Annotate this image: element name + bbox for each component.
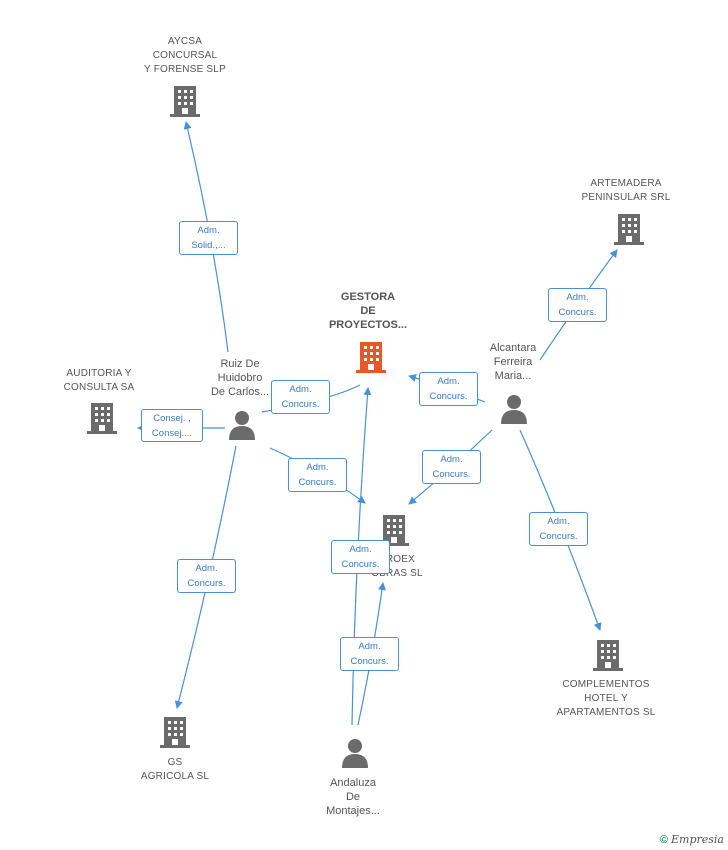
building-icon-gs: [160, 717, 190, 748]
edge-label-ruiz-gestora[interactable]: Adm. Concurs.: [271, 380, 330, 414]
edge-label-alcantara-gestora[interactable]: Adm. Concurs.: [419, 372, 478, 406]
edge-label-andaluza-proex[interactable]: Adm. Concurs.: [340, 637, 399, 671]
building-icon-gestora-focus: [356, 342, 386, 373]
edge-label-ruiz-aycsa[interactable]: Adm. Solid.,...: [179, 221, 238, 255]
person-icon-andaluza: [342, 739, 368, 768]
building-icon-aycsa: [170, 86, 200, 117]
node-label-ruiz[interactable]: Ruiz De Huidobro De Carlos...: [210, 358, 270, 398]
node-label-proex[interactable]: PROEX OBRAS SL: [371, 554, 423, 579]
copyright-icon: ©: [659, 834, 668, 846]
person-icon-ruiz: [229, 411, 255, 440]
node-label-andaluza[interactable]: Andaluza De Montajes...: [326, 777, 380, 817]
footer-brand[interactable]: © Empresia: [660, 833, 724, 846]
node-label-complementos[interactable]: COMPLEMENTOS HOTEL Y APARTAMENTOS SL: [556, 679, 656, 718]
brand-logo: Empresia: [671, 833, 724, 846]
building-icon-complementos: [593, 640, 623, 671]
node-label-alcantara[interactable]: Alcantara Ferreira Maria...: [489, 342, 537, 382]
building-icon-artemadera: [614, 214, 644, 245]
node-label-gs[interactable]: GS AGRICOLA SL: [140, 757, 210, 782]
edge-label-ruiz-proex[interactable]: Adm. Concurs.: [288, 458, 347, 492]
edge-label-andaluza-gestora[interactable]: Adm. Concurs.: [331, 540, 390, 574]
node-label-aycsa[interactable]: AYCSA CONCURSAL Y FORENSE SLP: [144, 36, 226, 75]
edge-label-ruiz-gs[interactable]: Adm. Concurs.: [177, 559, 236, 593]
edge-label-alcantara-artemadera[interactable]: Adm. Concurs.: [548, 288, 607, 322]
person-icon-alcantara: [501, 395, 527, 424]
node-label-auditoria[interactable]: AUDITORIA Y CONSULTA SA: [63, 368, 135, 393]
node-label-gestora[interactable]: GESTORA DE PROYECTOS...: [328, 291, 408, 331]
building-icon-auditoria: [87, 403, 117, 434]
node-label-artemadera[interactable]: ARTEMADERA PENINSULAR SRL: [581, 178, 671, 203]
edge-label-ruiz-auditoria[interactable]: Consej. , Consej....: [141, 409, 203, 442]
edge-label-alcantara-complementos[interactable]: Adm. Concurs.: [529, 512, 588, 546]
building-icon-proex: [379, 515, 409, 546]
edge-label-alcantara-proex[interactable]: Adm. Concurs.: [422, 450, 481, 484]
